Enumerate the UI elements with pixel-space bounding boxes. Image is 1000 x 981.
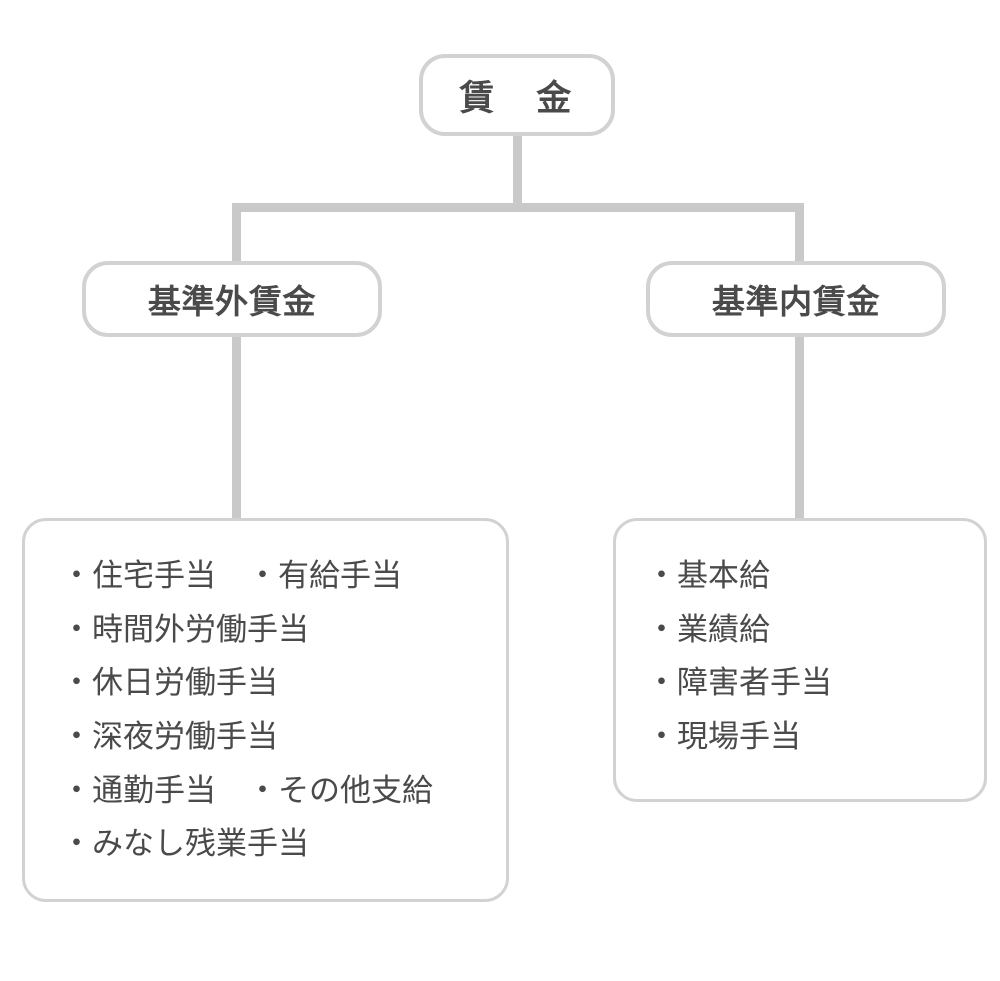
connector-left-node-to-list [232,335,241,520]
list-item: ・時間外労働手当 [61,611,309,647]
list-item: ・障害者手当 [646,665,832,701]
node-non-standard-wage[interactable]: 基準外賃金 [82,261,382,337]
list-item: ・みなし残業手当 [61,826,309,862]
list-item: ・基本給 [646,558,770,593]
node-non-standard-wage-label: 基準外賃金 [147,283,317,320]
non-standard-wage-list: ・住宅手当 ・有給手当 ・時間外労働手当 ・休日労働手当 ・深夜労働手当 ・通勤… [25,549,506,871]
list-item: ・通勤手当 ・その他支給 [61,772,433,808]
node-standard-wage-label: 基準内賃金 [711,283,881,320]
node-root-wage[interactable]: 賃 金 [419,54,615,136]
node-root-label: 賃 金 [459,78,575,118]
list-item: ・住宅手当 ・有給手当 [61,558,402,593]
list-box-standard-wage: ・基本給 ・業績給 ・障害者手当 ・現場手当 [613,518,987,802]
standard-wage-list: ・基本給 ・業績給 ・障害者手当 ・現場手当 [616,549,984,764]
connector-drop-left [232,203,241,263]
list-item: ・深夜労働手当 [61,718,278,754]
connector-root-stem [513,134,522,204]
connector-horizontal-bar [232,203,804,212]
list-item: ・業績給 [646,611,770,647]
list-item: ・現場手当 [646,718,801,754]
list-box-non-standard-wage: ・住宅手当 ・有給手当 ・時間外労働手当 ・休日労働手当 ・深夜労働手当 ・通勤… [22,518,509,902]
list-item: ・休日労働手当 [61,665,278,701]
connector-right-node-to-list [795,335,804,520]
connector-drop-right [795,203,804,263]
node-standard-wage[interactable]: 基準内賃金 [646,261,946,337]
